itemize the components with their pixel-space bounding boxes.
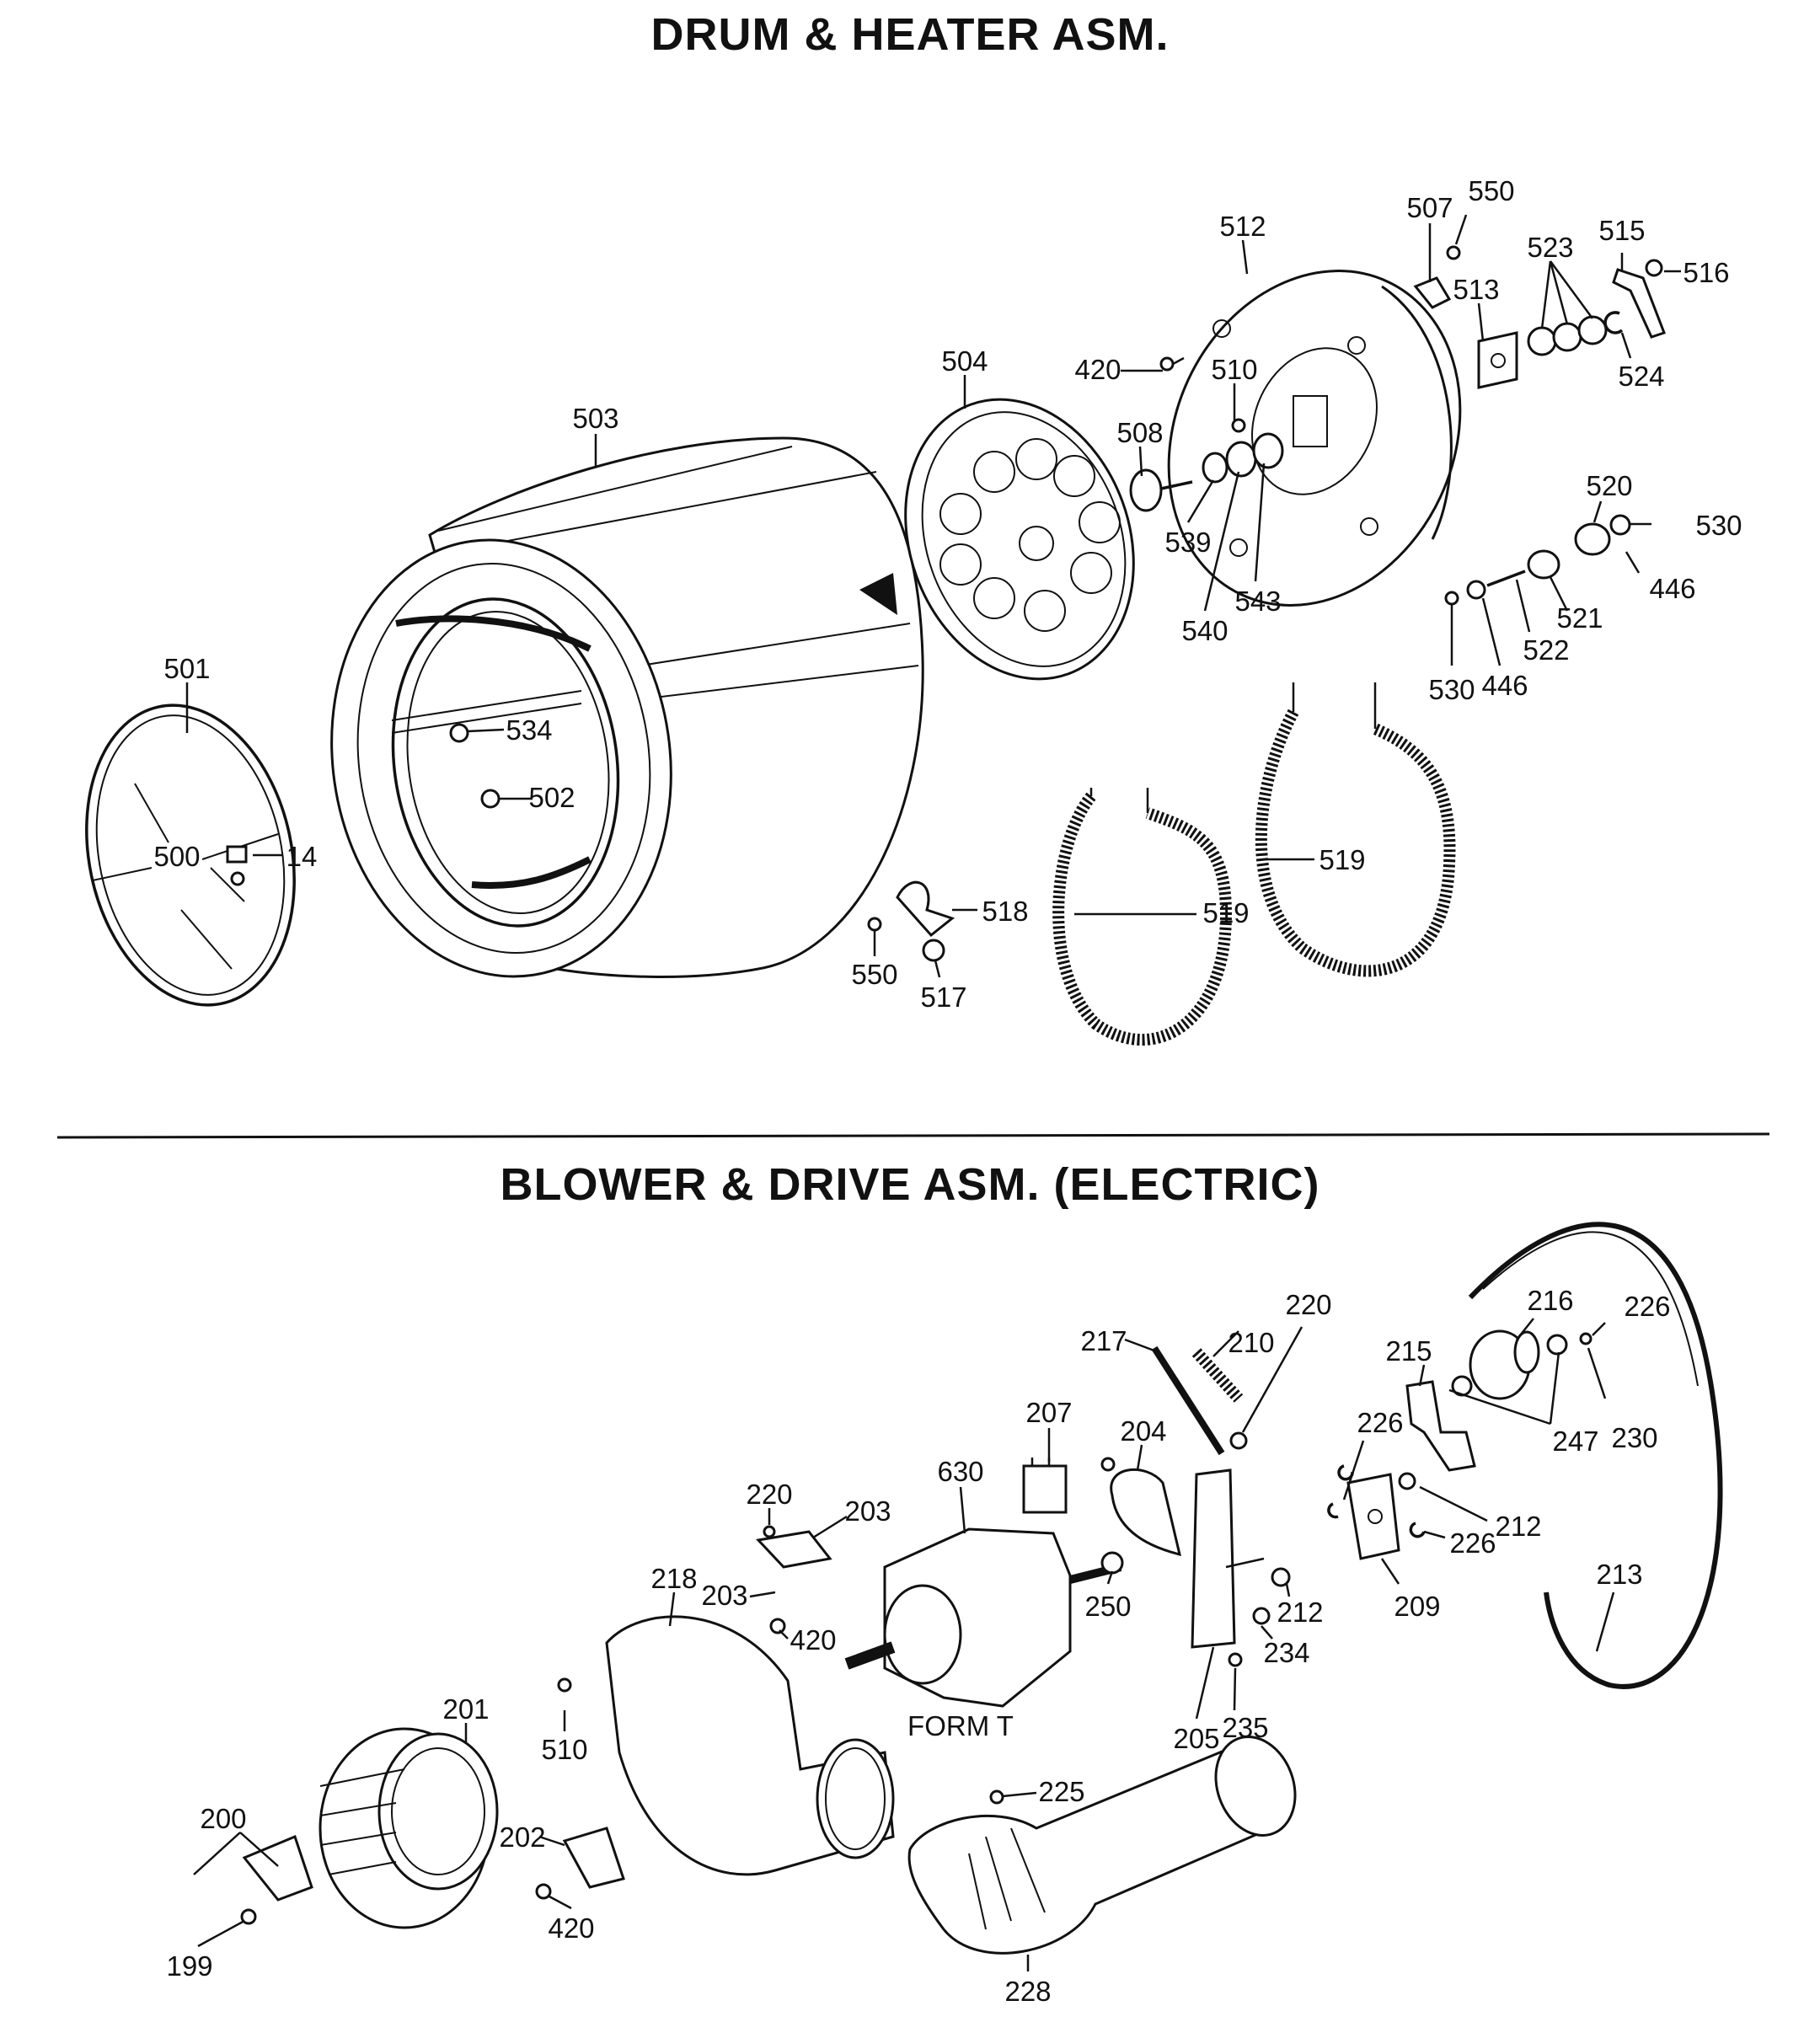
callout-leaders [185, 214, 1681, 1971]
idler-spring-part [1151, 1345, 1248, 1456]
callout-212-upper: 212 [1495, 1511, 1541, 1542]
callout-534: 534 [506, 714, 552, 746]
callout-209: 209 [1394, 1591, 1440, 1622]
rear-bulkhead-part [1167, 270, 1462, 607]
callout-220-right: 220 [1285, 1289, 1331, 1320]
section-divider [56, 1132, 1770, 1139]
callout-220-left: 220 [746, 1479, 792, 1510]
callout-519-small: 519 [1202, 897, 1249, 928]
callout-517: 517 [920, 982, 966, 1013]
blower-drive-title: BLOWER & DRIVE ASM. (ELECTRIC) [500, 1159, 1320, 1210]
callout-446-right: 446 [1649, 573, 1695, 604]
callout-226-left: 226 [1357, 1407, 1403, 1438]
callout-217: 217 [1080, 1325, 1127, 1356]
blower-housing-part [557, 1615, 895, 1876]
callout-205: 205 [1173, 1723, 1219, 1754]
idler-pulley-part [1451, 1329, 1592, 1400]
callout-210: 210 [1228, 1327, 1274, 1358]
heater-coil-large-part [1255, 682, 1456, 977]
callout-524: 524 [1618, 361, 1664, 392]
callout-530-right: 530 [1695, 510, 1742, 541]
callout-420-motor: 420 [790, 1624, 836, 1656]
callout-215: 215 [1385, 1335, 1432, 1367]
callout-234: 234 [1263, 1637, 1309, 1668]
callout-516: 516 [1683, 257, 1729, 288]
callout-518: 518 [982, 896, 1028, 927]
callout-labels: 501 500 14 503 534 502 504 420 510 508 5… [153, 175, 1742, 2007]
motor-mount-part [1110, 1468, 1291, 1667]
idler-bracket-part [1327, 1380, 1476, 1560]
callout-225: 225 [1038, 1776, 1084, 1807]
drum-rear-baffle-part [904, 398, 1135, 681]
callout-501: 501 [163, 653, 210, 684]
drive-belt-part [1468, 1222, 1723, 1689]
callout-204: 204 [1120, 1415, 1166, 1447]
callout-226-top: 226 [1624, 1291, 1670, 1322]
callout-512: 512 [1219, 211, 1266, 242]
callout-513: 513 [1453, 274, 1499, 305]
callout-543: 543 [1234, 586, 1281, 617]
callout-216: 216 [1527, 1285, 1573, 1316]
callout-247: 247 [1552, 1426, 1598, 1457]
callout-508: 508 [1116, 417, 1163, 448]
callout-199: 199 [166, 1950, 212, 1982]
callout-522: 522 [1523, 634, 1569, 666]
small-hardware-top [867, 245, 1666, 962]
callout-207: 207 [1025, 1397, 1072, 1428]
callout-550-bottom: 550 [851, 959, 897, 990]
centrifugal-switch-part [1022, 1457, 1116, 1514]
callout-228: 228 [1004, 1976, 1051, 2007]
callout-540: 540 [1181, 615, 1228, 646]
callout-213: 213 [1596, 1559, 1642, 1590]
callout-504: 504 [941, 345, 988, 377]
callout-519-large: 519 [1319, 844, 1365, 875]
callout-507: 507 [1406, 192, 1453, 223]
callout-201: 201 [442, 1693, 489, 1725]
form-note: FORM T [907, 1710, 1014, 1741]
callout-202: 202 [499, 1821, 545, 1853]
callout-515: 515 [1598, 215, 1645, 246]
callout-203-upper: 203 [844, 1495, 891, 1527]
drive-motor-part [755, 1525, 1124, 1708]
callout-420-top: 420 [1074, 354, 1121, 385]
callout-446-left: 446 [1481, 670, 1528, 701]
callout-521: 521 [1556, 602, 1603, 634]
exhaust-duct-part [907, 1736, 1297, 1955]
callout-630: 630 [937, 1456, 983, 1487]
heater-coil-small-part [1052, 788, 1233, 1046]
callout-539: 539 [1164, 527, 1211, 558]
callout-203-lower: 203 [701, 1580, 747, 1611]
callout-550-top: 550 [1468, 175, 1514, 206]
callout-510-blower: 510 [541, 1734, 587, 1765]
callout-218: 218 [650, 1563, 697, 1594]
callout-520: 520 [1586, 470, 1632, 501]
callout-420-blower: 420 [548, 1912, 594, 1944]
callout-503: 503 [572, 403, 618, 434]
callout-200: 200 [200, 1803, 246, 1834]
drum-heater-title: DRUM & HEATER ASM. [650, 9, 1170, 60]
callout-235: 235 [1222, 1712, 1268, 1743]
callout-523: 523 [1527, 232, 1573, 263]
callout-226-bottom: 226 [1449, 1527, 1496, 1559]
callout-250: 250 [1084, 1591, 1131, 1622]
callout-500: 500 [153, 841, 200, 872]
callout-502: 502 [528, 782, 575, 813]
callout-530-left: 530 [1428, 674, 1475, 705]
callout-230: 230 [1611, 1422, 1657, 1453]
blower-wheel-part [318, 1727, 499, 1929]
callout-510-top: 510 [1211, 354, 1257, 385]
callout-14: 14 [286, 841, 318, 872]
drum-part [330, 436, 924, 978]
front-seal-ring-part [85, 703, 296, 1007]
callout-212-lower: 212 [1277, 1597, 1323, 1628]
